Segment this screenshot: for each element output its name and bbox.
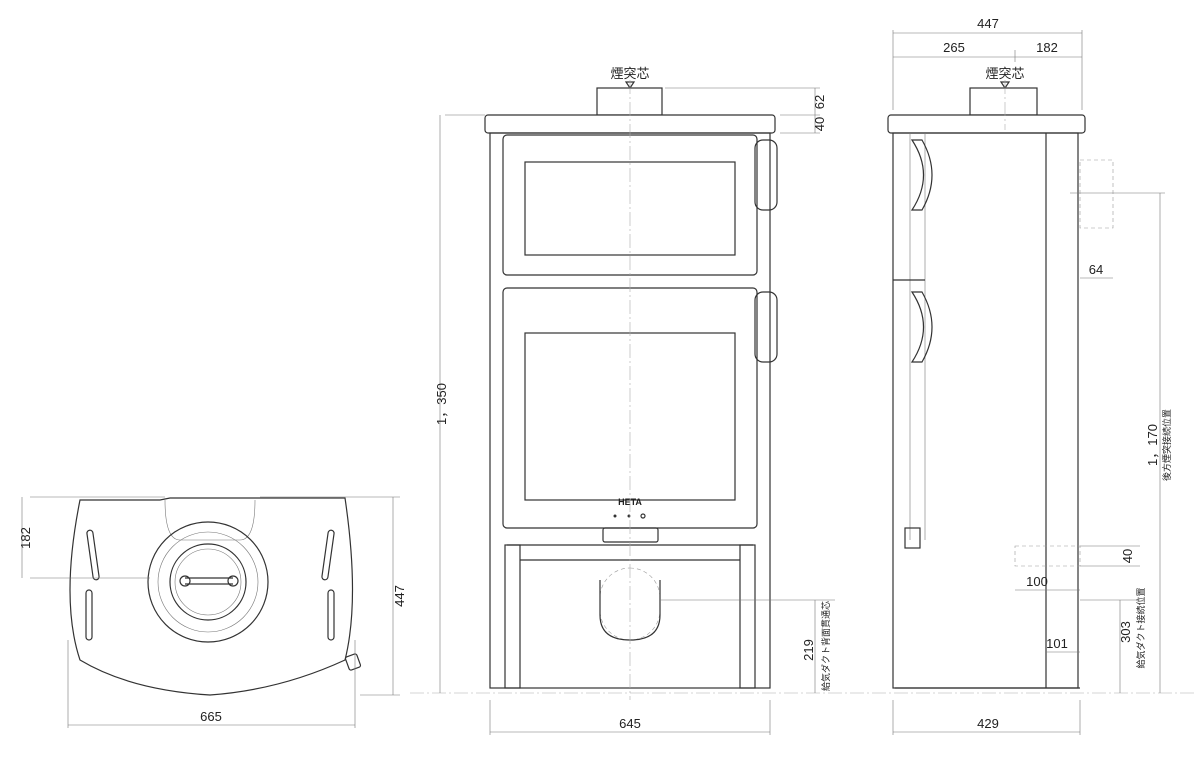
dim-side-depth-rear: 265 xyxy=(943,40,965,55)
dim-front-air-duct-height: 219 xyxy=(801,639,816,661)
dim-side-air-duct-width: 100 xyxy=(1026,574,1048,589)
dim-side-depth-total: 447 xyxy=(977,16,999,31)
dim-top-depth-total: 447 xyxy=(392,585,407,607)
label-rear-flue-connection: 後方煙突接続位置 xyxy=(1161,409,1172,481)
dim-front-flue-height: 62 xyxy=(812,95,827,109)
dim-side-base-depth: 429 xyxy=(977,716,999,731)
side-view xyxy=(887,30,1165,735)
dim-side-rear-flue-height: 1，170 xyxy=(1145,424,1160,466)
dim-side-rear-box: 64 xyxy=(1089,262,1103,277)
dim-side-air-duct-box: 40 xyxy=(1120,549,1135,563)
dim-side-depth-front: 182 xyxy=(1036,40,1058,55)
dim-side-air-duct-height: 303 xyxy=(1118,621,1133,643)
label-air-duct-connection: 給気ダクト接続位置 xyxy=(1135,587,1146,668)
top-view xyxy=(21,496,400,728)
label-flue-center-side: 煙突芯 xyxy=(985,66,1024,81)
dim-side-air-duct-offset: 101 xyxy=(1046,636,1068,651)
dim-front-top-plate: 40 xyxy=(812,117,827,131)
front-view: HETA xyxy=(439,80,835,735)
dim-front-height: 1，350 xyxy=(434,383,449,425)
dim-top-depth-front: 182 xyxy=(18,527,33,549)
label-flue-center-front: 煙突芯 xyxy=(610,66,649,81)
dim-top-width: 665 xyxy=(200,709,222,724)
label-air-duct-rear-through: 給気ダクト背面貫通芯 xyxy=(820,601,831,691)
dim-front-width: 645 xyxy=(619,716,641,731)
